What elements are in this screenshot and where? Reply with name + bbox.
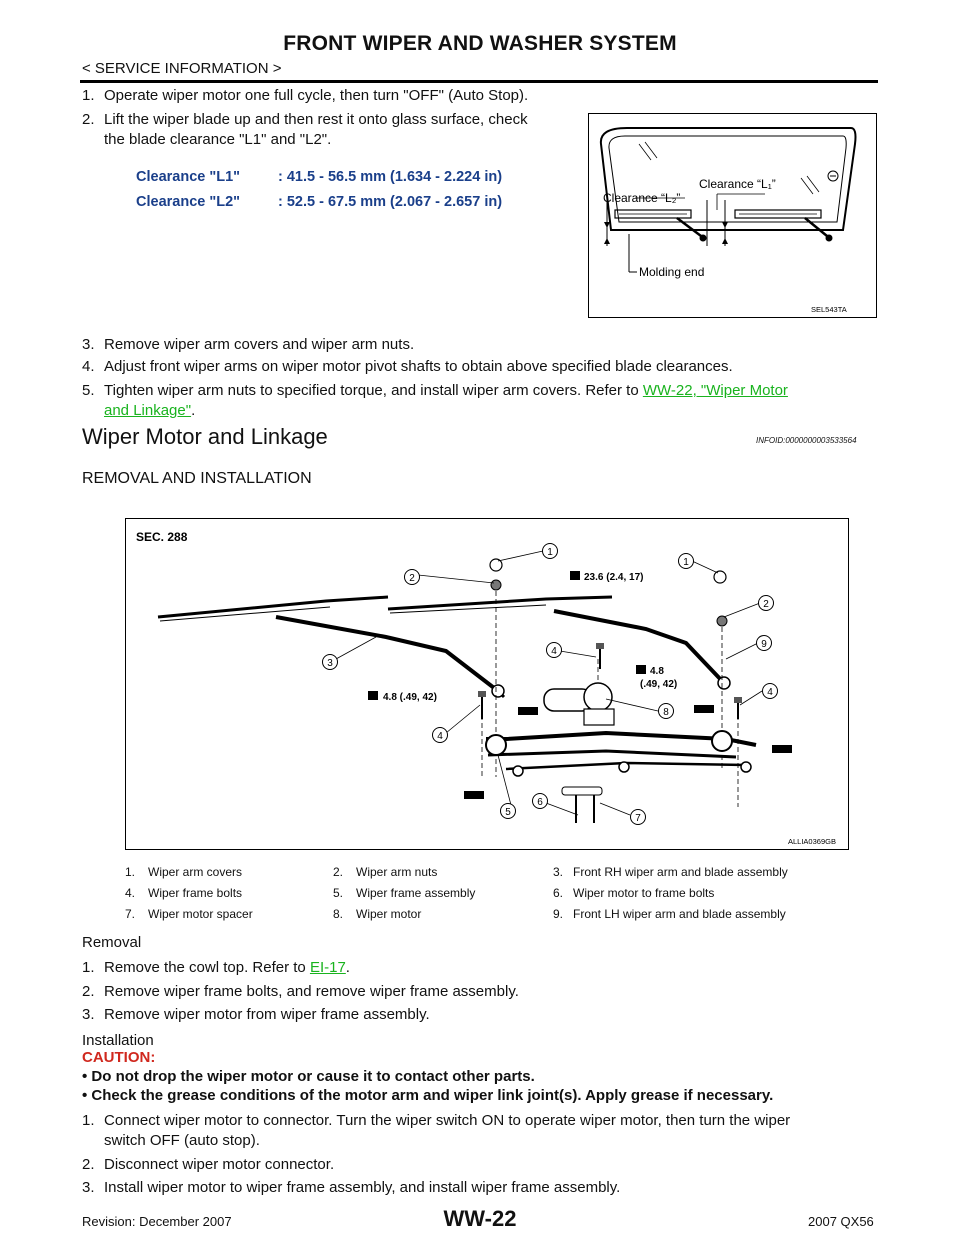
label-clearance-l2: Clearance “L₂” bbox=[603, 191, 680, 205]
label-molding-end: Molding end bbox=[639, 265, 704, 279]
callout-9: 9 bbox=[761, 639, 767, 650]
callout-2b: 2 bbox=[763, 599, 769, 610]
page-title: FRONT WIPER AND WASHER SYSTEM bbox=[283, 32, 677, 55]
torque-frame-bolt: 4.8 (.49, 42) bbox=[383, 692, 437, 703]
spec-l2-label: Clearance "L2" bbox=[136, 194, 241, 210]
callout-8: 8 bbox=[663, 707, 669, 718]
footer-model: 2007 QX56 bbox=[808, 1214, 874, 1229]
callout-1a: 1 bbox=[547, 547, 553, 558]
callout-1b: 1 bbox=[683, 557, 689, 568]
legend-row: 7. Wiper motor spacer 8. Wiper motor 9. … bbox=[125, 906, 786, 921]
link-ww22-and-linkage[interactable]: and Linkage" bbox=[104, 402, 192, 419]
torque-motor-bolt-value: 4.8 bbox=[650, 666, 664, 677]
spec-l2-value: : 52.5 - 67.5 mm (2.067 - 2.657 in) bbox=[278, 194, 503, 210]
figure2-code: ALLIA0369GB bbox=[788, 837, 836, 846]
legend-row: 1. Wiper arm covers 2. Wiper arm nuts 3.… bbox=[125, 864, 788, 879]
clearance-figure: Clearance “L₁” Clearance “L₂” Molding en… bbox=[588, 113, 877, 318]
breadcrumb: < SERVICE INFORMATION > bbox=[82, 60, 282, 77]
torque-arm-nut: 23.6 (2.4, 17) bbox=[584, 572, 643, 583]
callout-4a: 4 bbox=[551, 646, 557, 657]
info-id: INFOID:0000000003533564 bbox=[756, 436, 857, 445]
callout-4b: 4 bbox=[767, 687, 773, 698]
sec-label: SEC. 288 bbox=[136, 530, 188, 544]
spec-l1-value: : 41.5 - 56.5 mm (1.634 - 2.224 in) bbox=[278, 169, 503, 185]
figure1-code: SEL543TA bbox=[811, 305, 847, 314]
section-title: Wiper Motor and Linkage bbox=[82, 424, 328, 449]
clearance-diagram: Clearance “L₁” Clearance “L₂” Molding en… bbox=[599, 127, 857, 314]
callout-2a: 2 bbox=[409, 573, 415, 584]
caution-label: CAUTION: bbox=[82, 1049, 156, 1066]
label-clearance-l1: Clearance “L₁” bbox=[699, 177, 776, 191]
parts-legend: 1. Wiper arm covers 2. Wiper arm nuts 3.… bbox=[125, 861, 788, 924]
caution-bullet-2: • Check the grease conditions of the mot… bbox=[82, 1087, 774, 1104]
callout-7: 7 bbox=[635, 813, 641, 824]
legend-row: 4. Wiper frame bolts 5. Wiper frame asse… bbox=[125, 885, 715, 900]
section-subtitle: REMOVAL AND INSTALLATION bbox=[82, 470, 312, 487]
header-rule bbox=[80, 80, 878, 83]
callout-4c: 4 bbox=[437, 731, 443, 742]
caution-bullet-1: • Do not drop the wiper motor or cause i… bbox=[82, 1068, 535, 1085]
removal-heading: Removal bbox=[82, 934, 142, 951]
link-ww22-wiper-motor[interactable]: WW-22, "Wiper Motor bbox=[642, 382, 788, 399]
wiper-linkage-figure: SEC. 288 bbox=[125, 518, 849, 850]
footer-revision: Revision: December 2007 bbox=[82, 1214, 232, 1229]
wiper-linkage-diagram: SEC. 288 bbox=[136, 530, 836, 846]
spec-l1-label: Clearance "L1" bbox=[136, 169, 241, 185]
link-ei-17[interactable]: EI-17 bbox=[309, 959, 346, 976]
page-number: WW-22 bbox=[443, 1206, 517, 1231]
installation-heading: Installation bbox=[82, 1032, 154, 1049]
callout-5: 5 bbox=[505, 807, 511, 818]
torque-motor-bolt-units: (.49, 42) bbox=[640, 679, 677, 690]
callout-3: 3 bbox=[327, 658, 333, 669]
callout-6: 6 bbox=[537, 797, 543, 808]
